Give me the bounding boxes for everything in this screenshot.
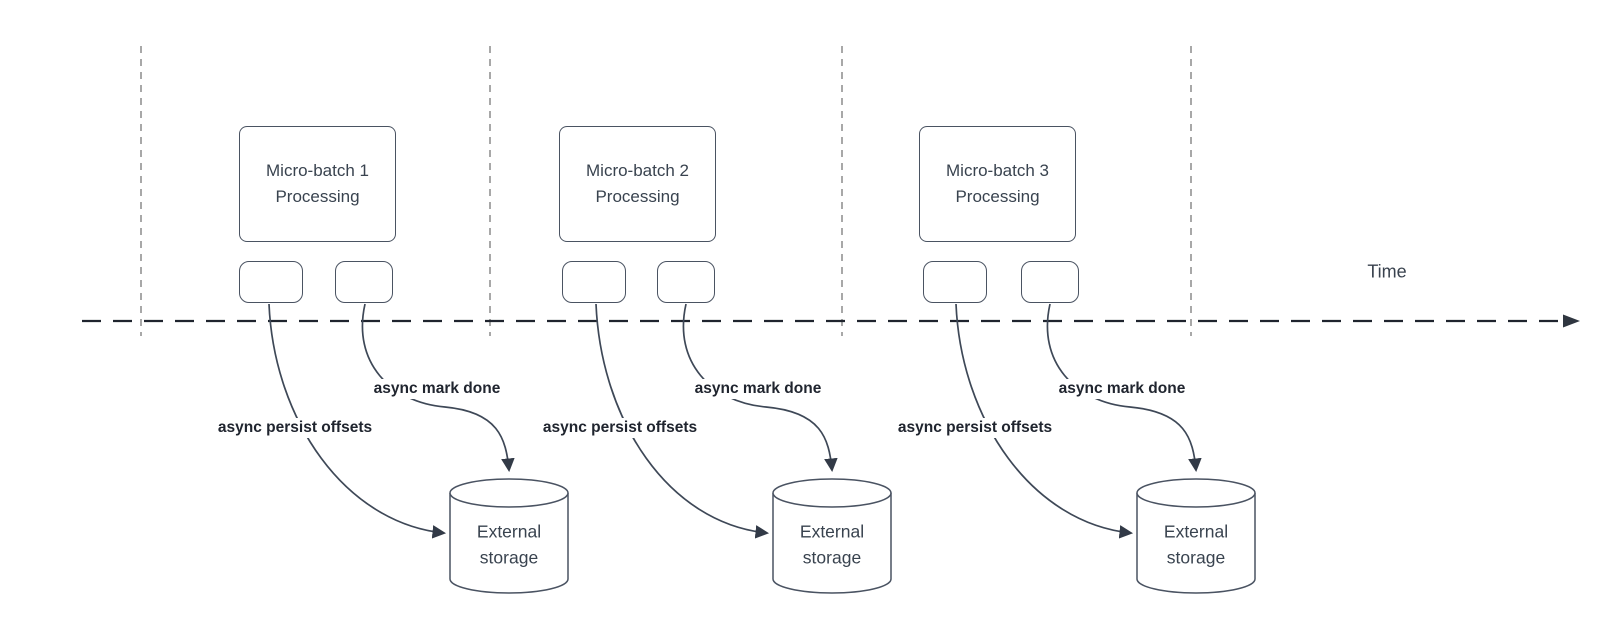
time-axis-arrowhead-icon xyxy=(1563,314,1580,328)
microbatch-1-title-line2: Processing xyxy=(275,187,360,206)
external-storage-label-1-line2: storage xyxy=(479,547,539,567)
arrow-mark-done-1 xyxy=(361,303,515,473)
microbatch-1-title-line1: Micro-batch 1 xyxy=(266,161,369,180)
external-storage-label-2-line1: External xyxy=(799,521,865,542)
mark-done-label-3: async mark done xyxy=(1055,379,1189,399)
microbatch-2-title-line2: Processing xyxy=(595,187,680,206)
arrow-persist-offsets-3 xyxy=(955,303,1134,539)
external-storage-label-1-line1: External xyxy=(476,521,542,542)
persist-offsets-label-1: async persist offsets xyxy=(214,418,376,438)
persist-offsets-label-2: async persist offsets xyxy=(539,418,701,438)
external-storage-cylinder-3 xyxy=(1136,478,1256,594)
arrow-mark-done-2 xyxy=(682,303,838,473)
microbatch-1-offset-task-box xyxy=(239,261,303,303)
persist-offsets-label-3: async persist offsets xyxy=(894,418,1056,438)
microbatch-1-processing-box: Micro-batch 1 Processing xyxy=(239,126,396,242)
microbatch-3-markdone-task-box xyxy=(1021,261,1079,303)
arrow-persist-offsets-1 xyxy=(268,303,447,539)
external-storage-label-3-line2: storage xyxy=(1166,547,1226,567)
external-storage-label-3: External storage xyxy=(1164,520,1228,571)
external-storage-label-1: External storage xyxy=(477,520,541,571)
mark-done-label-1: async mark done xyxy=(370,379,504,399)
microbatch-3-title-line1: Micro-batch 3 xyxy=(946,161,1049,180)
microbatch-3-processing-box: Micro-batch 3 Processing xyxy=(919,126,1076,242)
microbatch-3-offset-task-box xyxy=(923,261,987,303)
microbatch-2-processing-box: Micro-batch 2 Processing xyxy=(559,126,716,242)
external-storage-cylinder-2 xyxy=(772,478,892,594)
external-storage-cylinder-1 xyxy=(449,478,569,594)
arrow-persist-offsets-2 xyxy=(595,303,770,539)
microbatch-2-markdone-task-box xyxy=(657,261,715,303)
microbatch-1-markdone-task-box xyxy=(335,261,393,303)
arrow-mark-done-3 xyxy=(1046,303,1202,473)
microbatch-2-title-line1: Micro-batch 2 xyxy=(586,161,689,180)
microbatch-3-title-line2: Processing xyxy=(955,187,1040,206)
external-storage-label-2-line2: storage xyxy=(802,547,862,567)
external-storage-label-3-line1: External xyxy=(1163,521,1229,542)
external-storage-label-2: External storage xyxy=(800,520,864,571)
time-axis-label: Time xyxy=(1367,261,1407,282)
mark-done-label-2: async mark done xyxy=(691,379,825,399)
microbatch-2-offset-task-box xyxy=(562,261,626,303)
